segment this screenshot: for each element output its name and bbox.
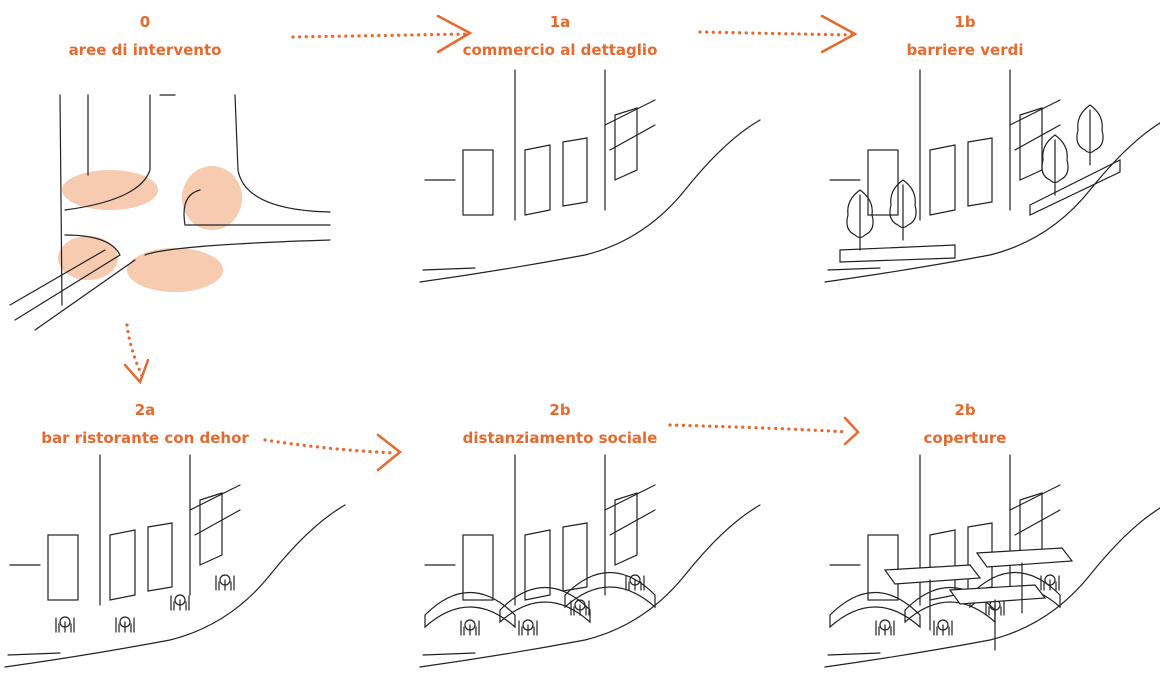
step-0-title: 0 aree di intervento <box>0 8 295 64</box>
step-1a-title: 1a commercio al dettaglio <box>410 8 710 64</box>
area-blob <box>58 236 118 280</box>
step-2a-title: 2a bar ristorante con dehor <box>0 396 295 452</box>
step-1b-title: 1b barriere verdi <box>815 8 1115 64</box>
area-blob <box>182 166 242 230</box>
street-sketch-2b <box>419 454 761 668</box>
street-sketch-2a <box>4 454 346 668</box>
arrow-0-to-1a <box>291 14 473 54</box>
step-label: coperture <box>923 429 1007 447</box>
step-number: 1a <box>549 13 571 31</box>
step-label: bar ristorante con dehor <box>41 429 249 447</box>
step-2b-coperture-title: 2b coperture <box>815 396 1115 452</box>
green-barriers <box>839 104 1121 263</box>
arrow-1a-to-1b <box>698 14 858 54</box>
step-number: 0 <box>139 13 151 31</box>
area-blob <box>62 170 158 210</box>
arrows <box>123 14 860 472</box>
step-label: barriere verdi <box>906 41 1024 59</box>
intersection-sketch <box>9 94 331 331</box>
step-number: 2b <box>954 401 976 419</box>
arrow-2b-to-coperture <box>668 416 860 446</box>
street-sketch-1a <box>419 69 761 283</box>
area-blob <box>127 248 223 292</box>
step-number: 2a <box>134 401 156 419</box>
step-number: 2b <box>549 401 571 419</box>
step-label: aree di intervento <box>68 41 222 59</box>
step-label: commercio al dettaglio <box>462 41 658 59</box>
dehor-tables <box>55 574 235 633</box>
street-sketch-1b <box>824 69 1160 283</box>
step-2b-title: 2b distanziamento sociale <box>410 396 710 452</box>
step-label: distanziamento sociale <box>462 429 658 447</box>
step-number: 1b <box>954 13 976 31</box>
arrow-0-to-2a <box>123 323 150 385</box>
social-distancing-benches <box>424 571 656 636</box>
arrow-2a-to-2b <box>263 433 403 472</box>
canopies <box>829 547 1073 651</box>
